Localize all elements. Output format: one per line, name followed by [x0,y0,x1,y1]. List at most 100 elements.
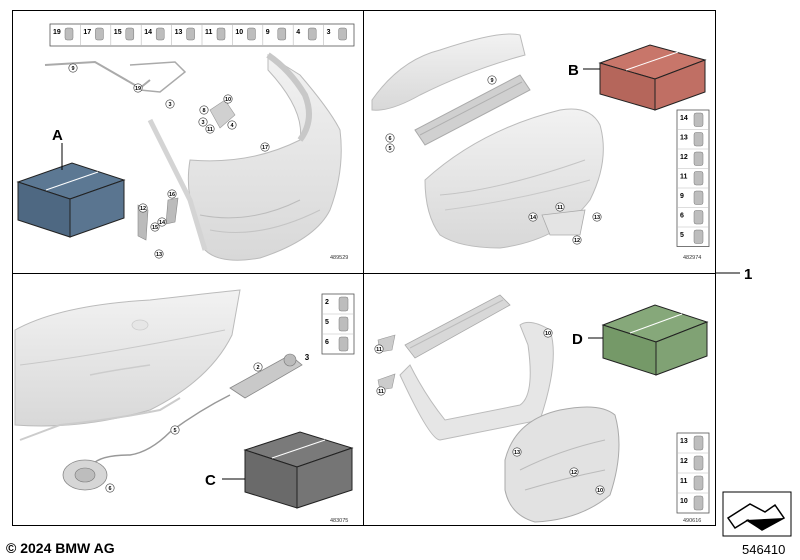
br-callout-circle [376,386,386,396]
bl-part-5: 5 [325,319,329,326]
tl-callout-circle [199,105,209,115]
box-a-label: A [52,127,63,144]
bl-part-2: 2 [325,299,329,306]
br-callout-11: 11 [376,347,382,353]
tl-cable [44,60,151,90]
bl-motor [62,459,108,491]
br-fastener [693,495,704,511]
horizontal-divider [12,273,716,274]
tl-strip-part-9: 9 [266,29,270,36]
bl-part-column: 2 5 6 [321,293,355,355]
tl-strip-part-3: 3 [327,29,331,36]
tr-callout-circle [592,212,602,222]
tr-fastener [693,151,704,166]
tl-strip-fastener [155,27,165,41]
tr-fastener [693,112,704,127]
br-part-12: 12 [680,458,688,465]
tl-strip-part-11: 11 [205,29,213,36]
bl-callout-2: 2 [256,365,259,371]
tr-trim-strip [414,74,531,146]
bl-callout-circle [105,483,115,493]
tl-callout-circle [68,63,78,73]
tr-callout-12: 12 [574,238,580,244]
document-number: 546410 [742,542,786,557]
tl-callout-11: 11 [207,127,213,133]
br-callout-circle [374,344,384,354]
box-b [598,44,707,111]
tr-callout-14: 14 [530,215,537,221]
tr-callout-11: 11 [557,205,563,211]
tr-part-9: 9 [680,193,684,200]
diagram-frame [12,10,716,526]
copyright: © 2024 BMW AG [6,540,115,556]
tl-callout-8: 8 [202,108,205,114]
br-callout-12: 12 [571,470,577,476]
tr-spoiler [371,33,526,111]
bl-callout-circle [170,425,180,435]
br-tailgate-frame [399,321,554,441]
tl-hinge [209,99,236,129]
box-d-label: D [572,331,583,348]
br-callout-circle [595,485,605,495]
bl-column-frame [321,293,355,355]
tl-strip-fastener [338,27,347,41]
tr-mount-plate [541,209,586,236]
tl-callout-15: 15 [152,225,158,231]
bl-ref-number: 483075 [330,518,348,524]
tr-ref-number: 482974 [683,255,701,261]
tl-callout-9: 9 [71,66,74,72]
tl-callout-circle [227,120,237,130]
tl-strip-part-13: 13 [175,29,183,36]
tl-strip-part-17: 17 [83,29,91,36]
tr-fastener [693,210,704,225]
bl-wiring [91,394,231,466]
box-a [16,162,126,238]
tr-callout-circle [487,75,497,85]
br-part-10: 10 [680,498,688,505]
vertical-divider [363,10,364,526]
br-callout-13: 13 [514,450,520,456]
tr-callout-circle [528,212,538,222]
box-c-label: C [205,472,216,489]
tr-column-frame [676,109,710,247]
box-c [243,431,354,509]
tr-callout-circle [385,143,395,153]
bl-callout-circle [253,362,263,372]
bl-callout-3: 3 [305,353,310,362]
bl-callout-6: 6 [108,486,111,492]
tr-part-12: 12 [680,154,688,161]
tr-callout-6: 6 [388,136,391,142]
bl-fastener [338,316,349,332]
tl-strip-fastener [216,27,226,41]
tl-callout-circle [167,189,177,199]
br-callout-10: 10 [597,488,603,494]
arrow-icon [722,491,792,537]
tl-strip-part-15: 15 [114,29,122,36]
br-fastener [693,475,704,491]
tl-callout-16: 16 [169,192,175,198]
tl-callout-circle [138,203,148,213]
tl-strip-fastener [277,27,287,41]
tr-callout-circle [572,235,582,245]
tl-ref-number: 489529 [330,255,348,261]
br-inner-panel [504,406,620,523]
box-b-label: B [568,62,579,79]
tl-callout-13: 13 [156,252,162,258]
tl-callout-circle [157,217,167,227]
main-callout: 1 [744,266,752,283]
br-trim-panel [404,294,511,359]
tr-callout-9: 9 [490,78,493,84]
tl-strip-fastener [307,27,317,41]
tl-callout-circle [133,83,143,93]
tr-callout-5: 5 [388,146,391,152]
bl-part-6: 6 [325,339,329,346]
tl-clip-right [165,197,179,225]
br-callout-circle [512,447,522,457]
tl-callout-circle [260,142,270,152]
br-part-13: 13 [680,438,688,445]
tr-fastener [693,229,704,244]
br-ref-number: 490616 [683,518,701,524]
tl-tailgate-lid [147,52,342,261]
